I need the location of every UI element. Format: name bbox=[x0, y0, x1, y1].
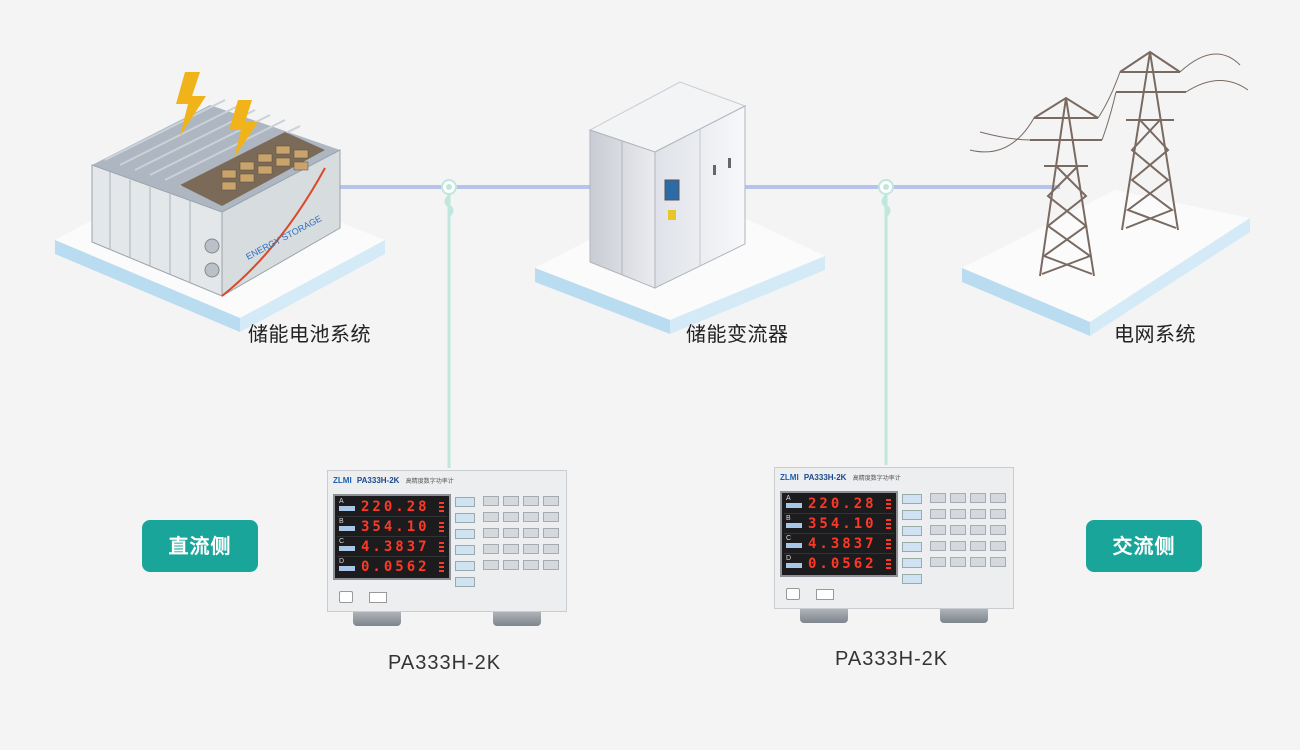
panel-model: PA333H-2K bbox=[803, 473, 847, 482]
brand-logo: ZLMI bbox=[333, 476, 352, 485]
display-value: 4.3837 bbox=[361, 539, 430, 555]
power-switch-icon bbox=[339, 591, 353, 603]
display-value: 354.10 bbox=[808, 516, 877, 532]
grid-system-label: 电网系统 bbox=[1114, 322, 1196, 346]
display-value: 354.10 bbox=[361, 519, 430, 535]
meter-foot bbox=[940, 609, 988, 623]
meter-foot bbox=[493, 612, 541, 626]
display-value: 0.0562 bbox=[808, 556, 877, 572]
display-value: 220.28 bbox=[808, 496, 877, 512]
panel-model: PA333H-2K bbox=[356, 476, 400, 485]
power-switch-icon bbox=[786, 588, 800, 600]
battery-container-image: ENERGY STORAGE bbox=[91, 72, 341, 297]
hmi-screen bbox=[664, 179, 680, 201]
meter-foot bbox=[800, 609, 848, 623]
lightning-icon bbox=[176, 72, 206, 136]
lightning-icon bbox=[229, 100, 258, 158]
transmission-tower-icon bbox=[969, 50, 1249, 277]
ac-side-badge: 交流侧 bbox=[1086, 520, 1202, 572]
meter-header: ZLMI PA333H-2K 高精度数字功率计 bbox=[333, 476, 561, 488]
meter-keypad bbox=[930, 489, 1008, 581]
meter-caption-dc: PA333H-2K bbox=[388, 652, 502, 674]
usb-port-icon bbox=[816, 589, 834, 600]
panel-subtitle: 高精度数字功率计 bbox=[405, 479, 454, 485]
channel-keys bbox=[455, 494, 477, 587]
usb-port-icon bbox=[369, 592, 387, 603]
converter-label: 储能变流器 bbox=[686, 322, 789, 346]
converter-cabinet-image bbox=[588, 81, 747, 289]
meter-foot bbox=[353, 612, 401, 626]
meter-header: ZLMI PA333H-2K 高精度数字功率计 bbox=[780, 473, 1008, 485]
dc-side-badge: 直流侧 bbox=[142, 520, 258, 572]
dc-probe-line bbox=[441, 179, 457, 468]
grid-platform bbox=[962, 190, 1250, 336]
display-value: 0.0562 bbox=[361, 559, 430, 575]
channel-keys bbox=[902, 491, 924, 584]
meter-caption-ac: PA333H-2K bbox=[835, 648, 949, 670]
display-value: 220.28 bbox=[361, 499, 430, 515]
battery-system-label: 储能电池系统 bbox=[248, 322, 371, 346]
panel-subtitle: 高精度数字功率计 bbox=[852, 476, 901, 482]
display-value: 4.3837 bbox=[808, 536, 877, 552]
meter-keypad bbox=[483, 492, 561, 584]
brand-logo: ZLMI bbox=[780, 473, 799, 482]
ac-probe-line bbox=[878, 179, 894, 465]
